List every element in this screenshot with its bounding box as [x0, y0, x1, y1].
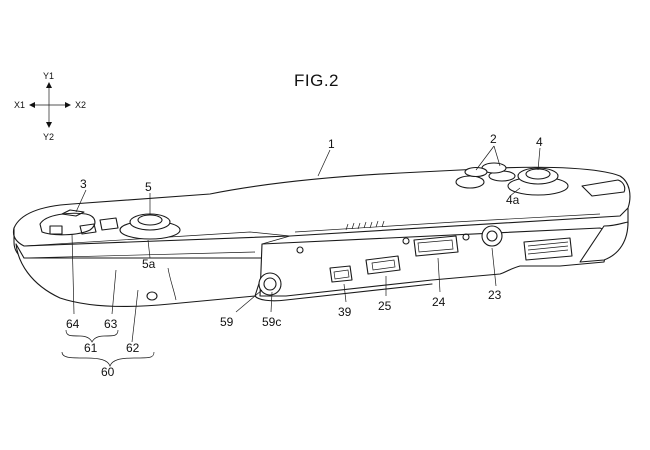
axis-x2-label: X2 [75, 100, 86, 110]
figure-title: FIG.2 [294, 71, 339, 90]
label-61: 61 [84, 341, 98, 355]
label-64: 64 [66, 317, 80, 331]
right-buttons [455, 162, 516, 189]
label-1: 1 [328, 137, 335, 151]
axis-y2-label: Y2 [43, 132, 54, 142]
label-2: 2 [490, 132, 497, 146]
left-analog-stick [119, 213, 181, 240]
label-60: 60 [101, 365, 115, 379]
reference-numerals: 1 2 4 4a 3 5 5a 59 59c 39 25 24 23 64 63… [66, 132, 543, 379]
port-25 [365, 255, 401, 275]
axis-y1-label: Y1 [43, 71, 54, 81]
axis-x1-label: X1 [14, 100, 25, 110]
label-62: 62 [126, 341, 140, 355]
label-63: 63 [104, 317, 118, 331]
port-59 [258, 272, 282, 296]
leader-lines [61, 145, 541, 368]
port-24 [413, 235, 459, 257]
label-4a: 4a [506, 193, 520, 207]
axis-indicator: Y1 Y2 X1 X2 [14, 71, 86, 142]
grip-hole [146, 291, 158, 301]
label-5a: 5a [142, 257, 156, 271]
label-4: 4 [536, 135, 543, 149]
label-59: 59 [220, 315, 234, 329]
port-23 [481, 225, 503, 247]
label-39: 39 [338, 305, 352, 319]
right-analog-stick [507, 167, 569, 196]
top-vent [345, 220, 385, 231]
port-39 [329, 265, 353, 283]
label-25: 25 [378, 299, 392, 313]
label-3: 3 [80, 177, 87, 191]
label-5: 5 [145, 180, 152, 194]
left-controls [39, 209, 119, 236]
label-24: 24 [432, 295, 446, 309]
side-vent [523, 237, 573, 261]
label-23: 23 [488, 288, 502, 302]
label-59c: 59c [262, 315, 281, 329]
